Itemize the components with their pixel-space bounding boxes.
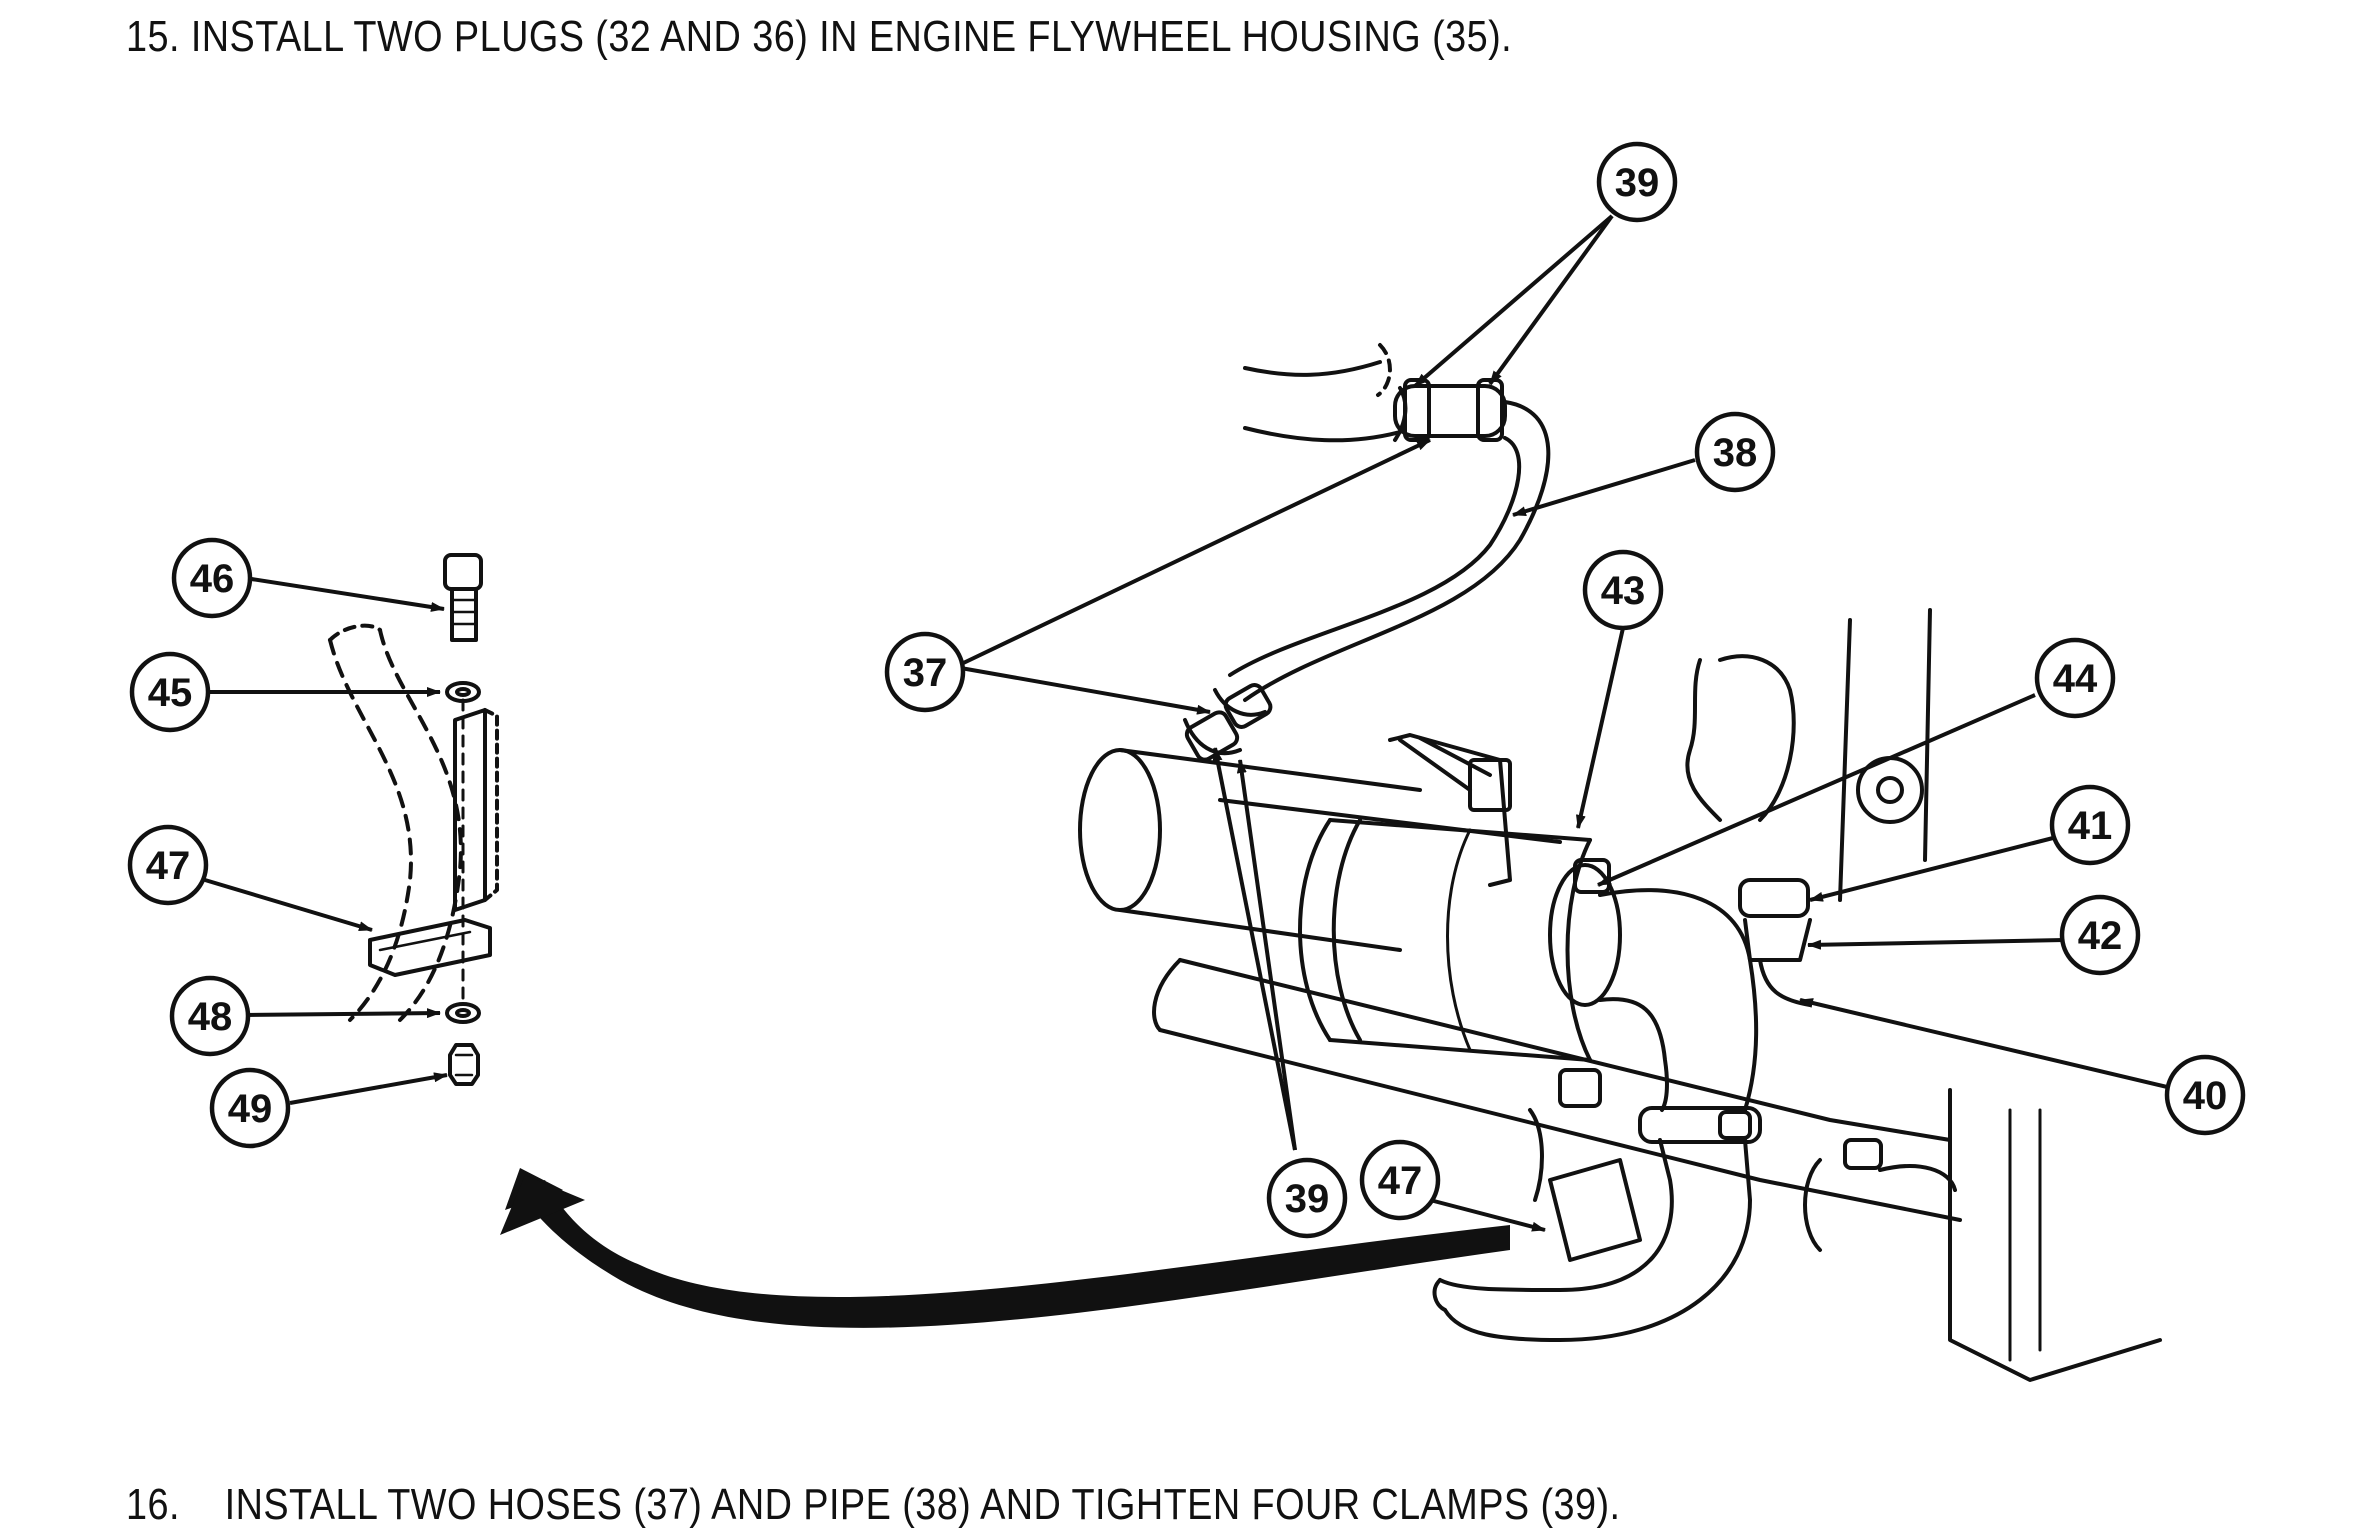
callout-39-top: 39 bbox=[1596, 141, 1678, 223]
step-16-number: 16. bbox=[126, 1480, 180, 1529]
callout-49: 49 bbox=[209, 1067, 291, 1149]
callout-42: 42 bbox=[2059, 894, 2141, 976]
callout-45-label: 45 bbox=[148, 671, 193, 715]
callout-39-bottom: 39 bbox=[1266, 1157, 1348, 1239]
callout-40-label: 40 bbox=[2183, 1074, 2228, 1118]
detail-reference-arrow bbox=[500, 1168, 1510, 1328]
callout-38: 38 bbox=[1694, 411, 1776, 493]
callout-41: 41 bbox=[2049, 784, 2131, 866]
callout-37-label: 37 bbox=[903, 651, 948, 695]
bracket-detail-drawing bbox=[328, 553, 499, 1086]
callout-47-left: 47 bbox=[127, 824, 209, 906]
step-15-number: 15. bbox=[126, 12, 180, 61]
callout-45: 45 bbox=[129, 651, 211, 733]
callout-49-label: 49 bbox=[228, 1087, 273, 1131]
callout-41-label: 41 bbox=[2068, 804, 2113, 848]
step-15-instruction: 15. INSTALL TWO PLUGS (32 AND 36) IN ENG… bbox=[126, 12, 1512, 62]
callout-47-right: 47 bbox=[1359, 1139, 1441, 1221]
callout-47-right-label: 47 bbox=[1378, 1159, 1423, 1203]
step-16-instruction: 16. INSTALL TWO HOSES (37) AND PIPE (38)… bbox=[126, 1480, 1620, 1530]
callout-39-bottom-label: 39 bbox=[1285, 1177, 1330, 1221]
step-15-text: INSTALL TWO PLUGS (32 AND 36) IN ENGINE … bbox=[190, 12, 1513, 61]
callout-48-label: 48 bbox=[188, 995, 233, 1039]
step-16-text: INSTALL TWO HOSES (37) AND PIPE (38) AND… bbox=[224, 1480, 1621, 1529]
callout-39-top-label: 39 bbox=[1615, 161, 1660, 205]
callout-37: 37 bbox=[884, 631, 966, 713]
callout-43: 43 bbox=[1582, 549, 1664, 631]
callout-44: 44 bbox=[2034, 637, 2116, 719]
leader-lines bbox=[204, 214, 2181, 1232]
callout-42-label: 42 bbox=[2078, 914, 2123, 958]
callout-46-label: 46 bbox=[190, 557, 235, 601]
callout-47-left-label: 47 bbox=[146, 844, 191, 888]
callout-38-label: 38 bbox=[1713, 431, 1758, 475]
callout-46: 46 bbox=[171, 537, 253, 619]
callout-44-label: 44 bbox=[2053, 657, 2098, 701]
callout-48: 48 bbox=[169, 975, 251, 1057]
engine-piping-drawing bbox=[1078, 343, 2162, 1382]
callout-40: 40 bbox=[2164, 1054, 2246, 1136]
callout-43-label: 43 bbox=[1601, 569, 1646, 613]
